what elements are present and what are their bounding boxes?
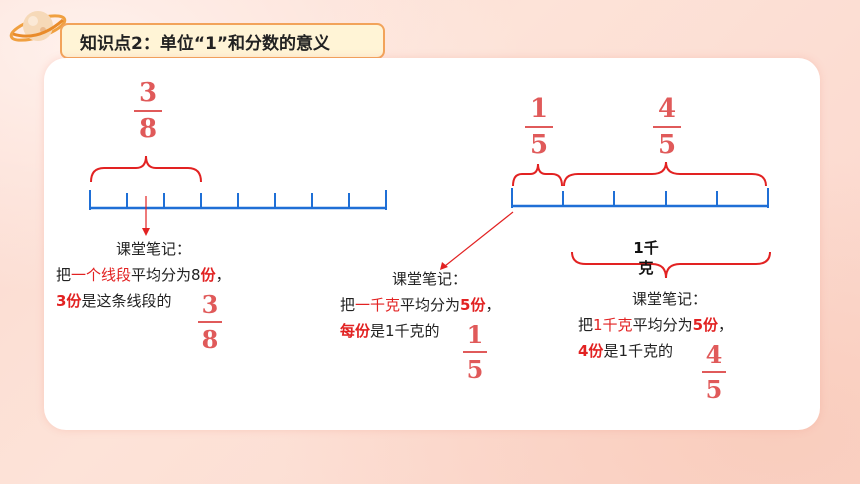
middle-note-line2: 每份是1千克的 — [340, 322, 440, 340]
denominator: 8 — [138, 114, 158, 144]
right-brace-four-fifths — [563, 161, 767, 187]
right-brace-whole — [571, 251, 771, 279]
denominator: 5 — [529, 130, 549, 160]
middle-note-title: 课堂笔记： — [392, 270, 468, 288]
denominator: 5 — [705, 375, 723, 404]
right-note-line2: 4份是1千克的 — [578, 342, 673, 360]
right-brace-one-fifth — [512, 163, 563, 187]
fraction-bar — [525, 126, 553, 128]
left-top-fraction: 3 8 — [134, 78, 162, 144]
middle-note-fraction: 1 5 — [463, 320, 487, 384]
numerator: 1 — [466, 320, 484, 349]
left-number-line — [89, 190, 387, 210]
left-note-title: 课堂笔记： — [116, 240, 192, 258]
left-note-line2: 3份是这条线段的 — [56, 292, 172, 310]
numerator: 1 — [529, 94, 549, 124]
numerator: 3 — [138, 78, 158, 108]
unit-label: 1千克 — [633, 239, 659, 277]
right-fraction-one-fifth: 1 5 — [525, 94, 553, 160]
right-note-title: 课堂笔记： — [632, 290, 708, 308]
planet-icon — [9, 11, 67, 42]
right-note-fraction: 4 5 — [702, 340, 726, 404]
content-panel — [44, 58, 820, 430]
numerator: 4 — [657, 94, 677, 124]
middle-note-line1: 把一千克平均分为5份， — [340, 296, 501, 314]
right-number-line — [511, 188, 769, 208]
denominator: 5 — [466, 355, 484, 384]
fraction-bar — [653, 126, 681, 128]
page-title: 知识点2：单位“1”和分数的意义 — [60, 23, 385, 59]
right-fraction-four-fifths: 4 5 — [653, 94, 681, 160]
right-note-line1: 把1千克平均分为5份， — [578, 316, 734, 334]
fraction-bar — [198, 321, 222, 323]
left-brace — [90, 155, 202, 183]
numerator: 3 — [201, 290, 219, 319]
fraction-bar — [702, 371, 726, 373]
left-note-fraction: 3 8 — [198, 290, 222, 354]
denominator: 5 — [657, 130, 677, 160]
fraction-bar — [134, 110, 162, 112]
denominator: 8 — [201, 325, 219, 354]
fraction-bar — [463, 351, 487, 353]
left-note-line1: 把一个线段平均分为8份， — [56, 266, 231, 284]
numerator: 4 — [705, 340, 723, 369]
